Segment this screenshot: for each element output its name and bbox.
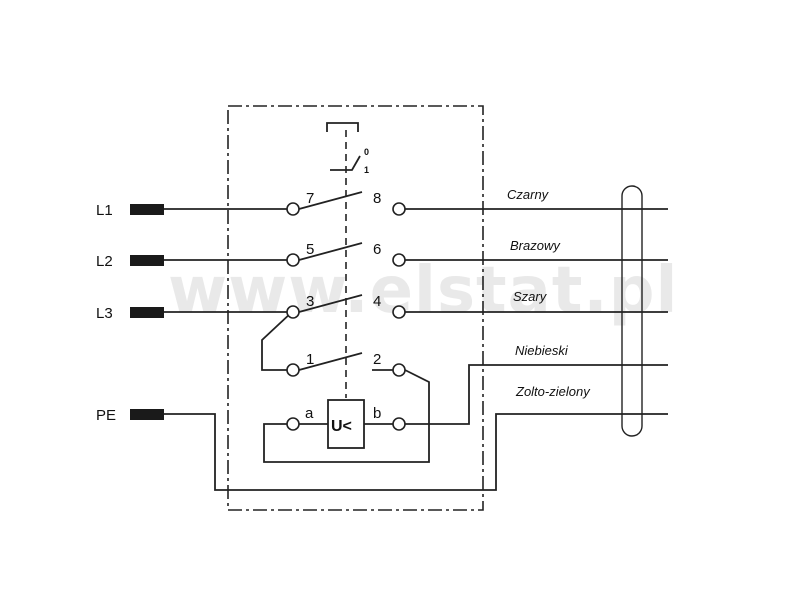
l3-plug	[130, 307, 164, 318]
switch-lever	[330, 155, 361, 171]
terminal-6-label: 6	[373, 241, 381, 258]
l1-plug	[130, 204, 164, 215]
wire-2-relay	[263, 369, 430, 463]
terminal-2-label: 2	[373, 351, 381, 368]
terminal-8-label: 8	[373, 190, 381, 207]
cable-sheath	[621, 185, 643, 437]
relay-label: U<	[331, 418, 352, 435]
terminal-1-label: 1	[306, 351, 314, 368]
terminal-4-label: 4	[373, 293, 381, 310]
contact-5-6	[298, 242, 363, 261]
wire-label-brazowy: Brazowy	[510, 238, 561, 253]
terminal-b-label: b	[373, 405, 381, 422]
pe-label: PE	[96, 407, 116, 424]
terminal-5	[286, 253, 300, 267]
terminal-6	[392, 253, 406, 267]
contact-3-4	[298, 294, 363, 313]
terminal-3-label: 3	[306, 293, 314, 310]
switch-actuator	[326, 122, 359, 132]
terminal-a-label: a	[305, 405, 314, 422]
terminal-b	[392, 417, 406, 431]
pe-plug	[130, 409, 164, 420]
terminal-3	[286, 305, 300, 319]
l3-label: L3	[96, 305, 113, 322]
watermark: www.elstat.pl	[168, 254, 678, 328]
l2-label: L2	[96, 253, 113, 270]
bridge-3-1	[261, 311, 293, 371]
contact-7-8	[298, 191, 363, 210]
terminal-a	[286, 417, 300, 431]
l1-label: L1	[96, 202, 113, 219]
wire-label-szary: Szary	[513, 289, 548, 304]
niebieski-wire	[405, 364, 668, 425]
l2-plug	[130, 255, 164, 266]
terminal-4	[392, 305, 406, 319]
switch-position-1: 1	[364, 165, 369, 175]
terminal-5-label: 5	[306, 241, 314, 258]
pe-wire	[164, 413, 668, 491]
wire-label-zolto-zielony: Zolto-zielony	[515, 384, 591, 399]
terminal-7-label: 7	[306, 190, 314, 207]
switch-position-0: 0	[364, 147, 369, 157]
terminal-8	[392, 202, 406, 216]
enclosure-boundary	[227, 105, 484, 511]
wire-label-niebieski: Niebieski	[515, 343, 569, 358]
terminal-7	[286, 202, 300, 216]
terminal-1	[286, 363, 300, 377]
terminal-2	[392, 363, 406, 377]
wire-label-czarny: Czarny	[507, 187, 550, 202]
contact-1-2	[298, 352, 363, 371]
